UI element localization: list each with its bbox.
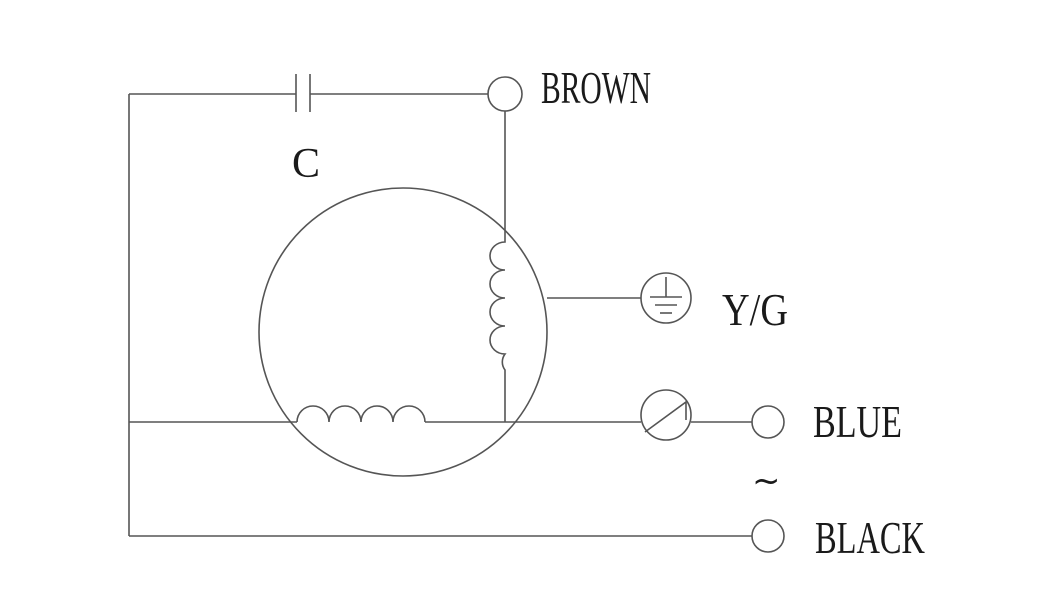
black-label: BLACK: [815, 512, 925, 563]
tilde-label: ~: [752, 461, 781, 501]
brown-label: BROWN: [541, 62, 651, 113]
capacitor-label: C: [292, 141, 320, 187]
yg-label: Y/G: [722, 284, 788, 335]
blue-terminal-icon: [751, 405, 785, 439]
horizontal-winding-coil-icon: [296, 405, 426, 423]
vertical-winding-coil-icon: [489, 232, 507, 422]
capacitor-icon: [295, 74, 311, 112]
thermal-protector-icon: [640, 389, 692, 441]
ground-icon: [640, 272, 692, 324]
blue-label: BLUE: [813, 396, 902, 447]
brown-terminal-icon: [487, 76, 523, 112]
black-terminal-icon: [751, 519, 785, 553]
motor-icon: [258, 187, 548, 477]
